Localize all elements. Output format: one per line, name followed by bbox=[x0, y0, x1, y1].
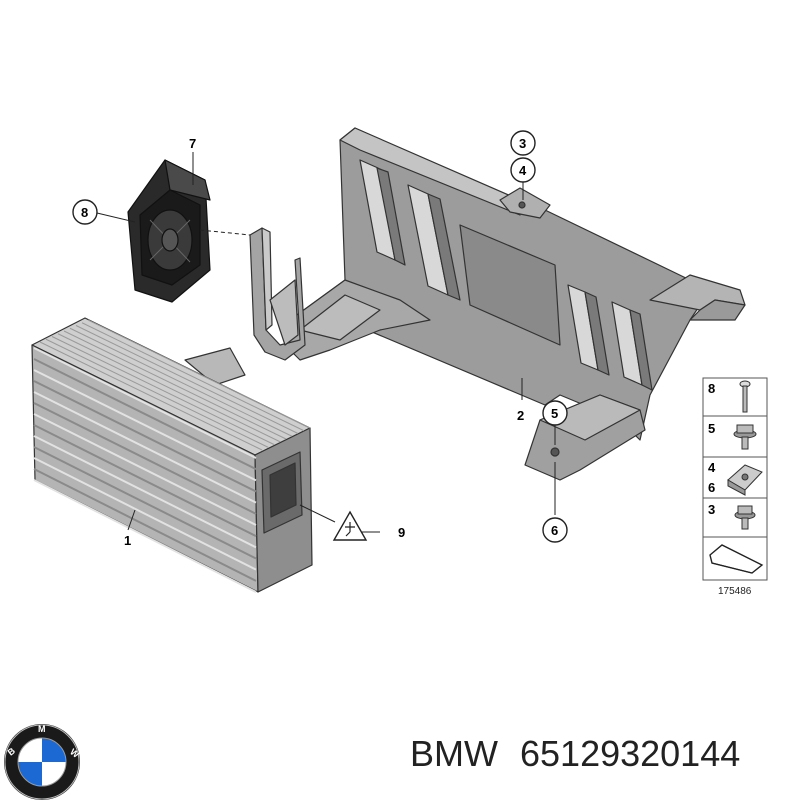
heat-sink-fin bbox=[33, 446, 257, 560]
heat-sink-fin bbox=[33, 468, 257, 582]
top-fin bbox=[63, 330, 287, 440]
top-fin bbox=[75, 325, 299, 434]
product-title: BMW 65129320144 bbox=[410, 730, 790, 778]
brand-name: BMW bbox=[410, 733, 498, 774]
fan-holder-bracket bbox=[249, 227, 306, 361]
bmw-logo-text: B bbox=[6, 745, 18, 757]
heat-sink-fins bbox=[33, 319, 311, 593]
callout-6-circle bbox=[542, 517, 568, 543]
legend-number: 8 bbox=[708, 381, 715, 396]
callout-4-circle bbox=[510, 157, 536, 183]
callout-4: 4 bbox=[519, 163, 527, 178]
heat-sink-fin bbox=[33, 457, 257, 571]
heat-sink-fin bbox=[33, 380, 257, 493]
callout-9: 9 bbox=[398, 525, 405, 540]
top-fin bbox=[39, 341, 263, 451]
top-fin bbox=[81, 322, 305, 432]
screw-icon bbox=[739, 380, 751, 413]
diagram-id: 175486 bbox=[718, 586, 752, 597]
heat-sink-fin bbox=[33, 413, 257, 526]
bracket-profile-icon bbox=[709, 544, 764, 574]
callout-7: 7 bbox=[189, 136, 196, 151]
legend-number: 4 bbox=[708, 460, 716, 475]
callout-8-circle bbox=[72, 199, 98, 225]
callout-3-circle bbox=[510, 130, 536, 156]
heat-sink-fin bbox=[33, 435, 257, 549]
heat-sink-fin bbox=[33, 424, 257, 538]
clip-nut-icon bbox=[727, 464, 763, 496]
electrostatic-warning-icon bbox=[332, 510, 368, 541]
callout-5: 5 bbox=[551, 406, 558, 421]
fastener-legend: 8 5 4 6 3 175486 bbox=[702, 377, 768, 597]
callout-1: 1 bbox=[124, 533, 131, 548]
legend-number: 6 bbox=[708, 480, 715, 495]
cooling-fan bbox=[127, 159, 211, 303]
callout-5-circle bbox=[542, 400, 568, 426]
top-fin bbox=[69, 327, 293, 437]
heat-sink-fin bbox=[33, 479, 257, 593]
callout-6: 6 bbox=[551, 523, 558, 538]
bmw-logo-text-m: M bbox=[38, 724, 46, 734]
top-fin bbox=[51, 336, 275, 445]
heat-sink-fin bbox=[33, 369, 257, 482]
part-number: 65129320144 bbox=[520, 733, 741, 774]
legend-number: 5 bbox=[708, 421, 715, 436]
top-fin bbox=[57, 333, 281, 443]
heat-sink-fin bbox=[33, 358, 257, 471]
bmw-logo: B M W bbox=[4, 724, 81, 800]
assembly-leader bbox=[199, 229, 251, 236]
callout-8: 8 bbox=[81, 205, 88, 220]
heat-sink-fin bbox=[33, 347, 257, 459]
hex-bolt-icon bbox=[734, 505, 756, 530]
heat-sink-fin bbox=[33, 391, 257, 504]
heat-sink-fin bbox=[33, 402, 257, 515]
top-fin bbox=[87, 319, 311, 429]
callout-2: 2 bbox=[517, 408, 524, 423]
flange-bolt-icon bbox=[733, 424, 757, 450]
callout-3: 3 bbox=[519, 136, 526, 151]
legend-number: 3 bbox=[708, 502, 715, 517]
top-fin bbox=[45, 338, 269, 448]
mounting-bracket bbox=[284, 127, 746, 481]
